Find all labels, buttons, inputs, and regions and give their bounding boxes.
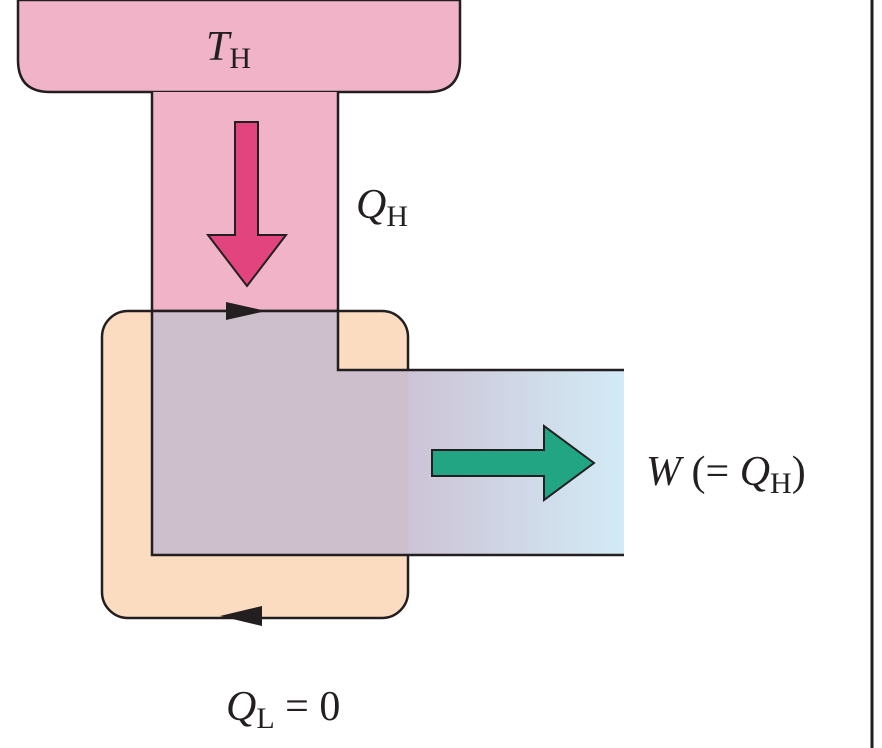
cycle-direction-arrow-top-icon <box>226 302 266 320</box>
hot-reservoir-label: TH <box>206 24 251 75</box>
heat-rejected-label: QL = 0 <box>226 684 340 735</box>
work-output-label: W (= QH) <box>646 449 806 500</box>
heat-to-work-overlap <box>152 311 408 555</box>
work-equals-subscript: H <box>770 467 792 500</box>
work-close-paren: ) <box>792 449 806 495</box>
work-symbol: W <box>646 449 685 495</box>
heat-input-label: QH <box>356 182 408 233</box>
cycle-direction-arrow-bottom-icon <box>220 606 262 626</box>
heat-rejected-subscript: L <box>256 702 274 735</box>
hot-reservoir-symbol: T <box>206 24 232 70</box>
heat-band-outline <box>150 92 624 557</box>
heat-rejected-symbol: Q <box>226 684 256 730</box>
hot-reservoir <box>16 0 462 94</box>
heat-input-subscript: H <box>386 200 408 233</box>
work-equals-symbol: Q <box>740 449 770 495</box>
hot-reservoir-subscript: H <box>229 42 251 75</box>
work-equals: (= <box>681 449 740 495</box>
heat-rejected-value: = 0 <box>275 684 341 730</box>
heat-flow-arrow-down-icon <box>205 121 289 288</box>
heat-input-symbol: Q <box>356 182 386 228</box>
work-arrow-right-icon <box>431 424 596 502</box>
